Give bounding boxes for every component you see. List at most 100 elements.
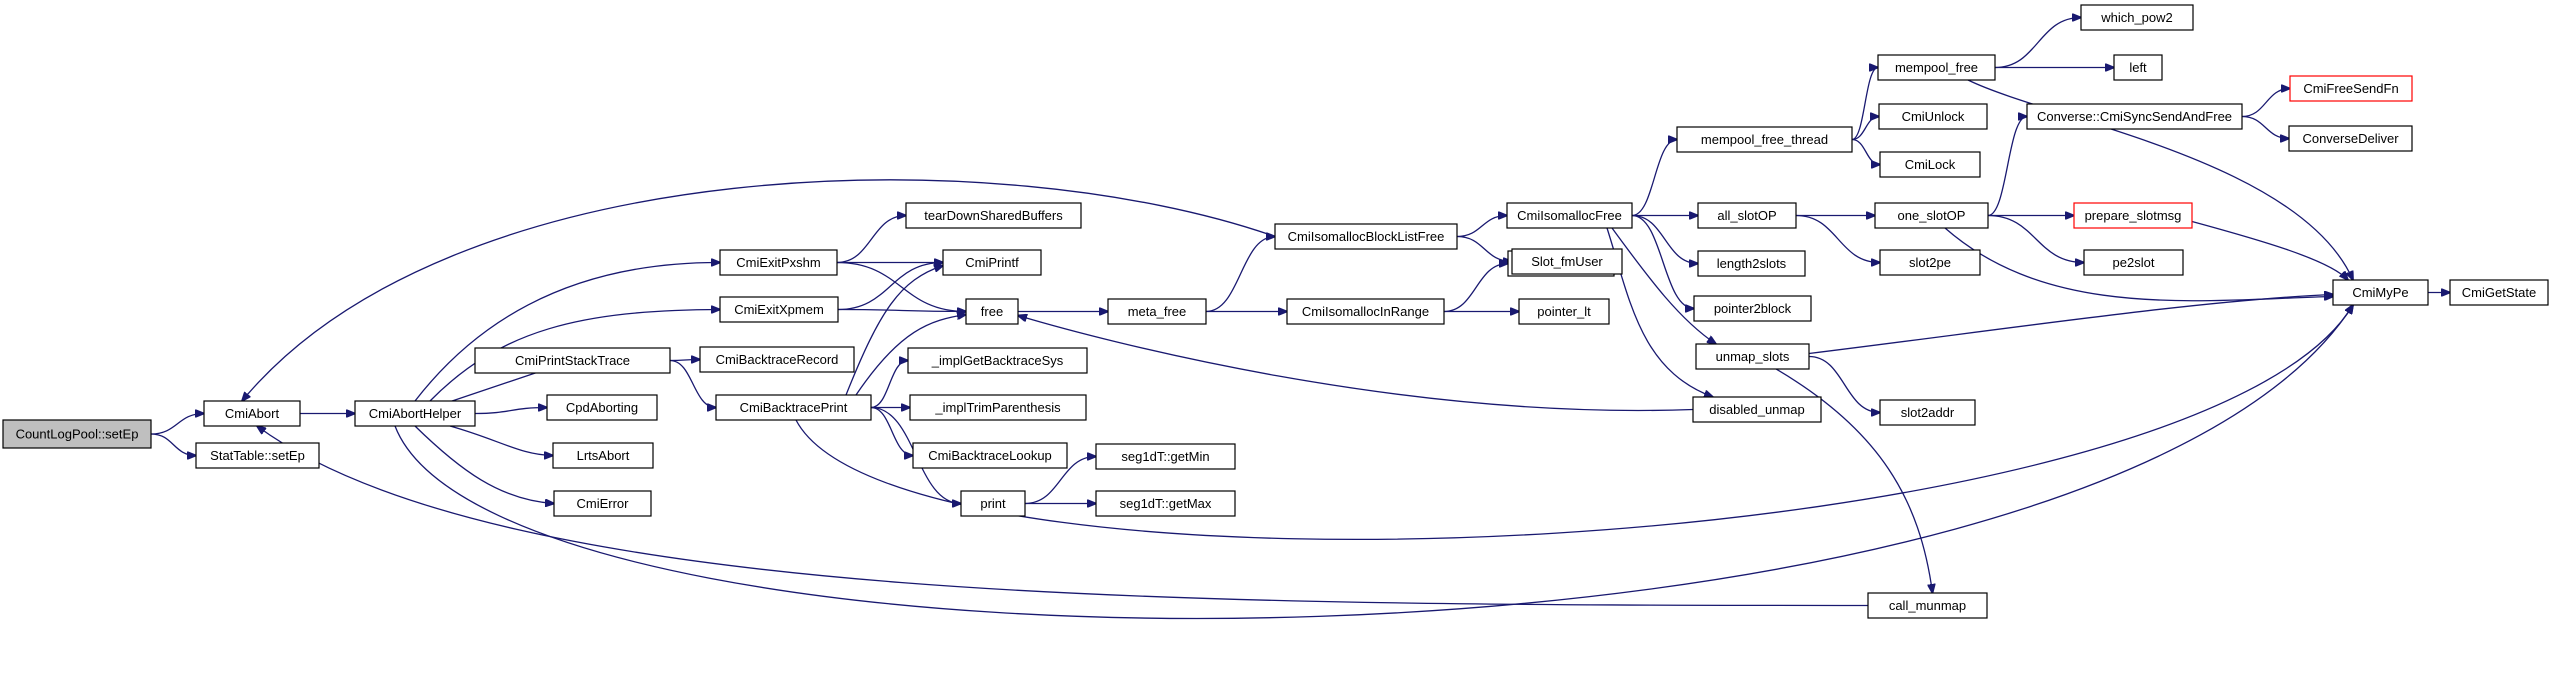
node-box [1692,396,1822,423]
edge-cmiexitxpmem-to-cmiprintf [837,263,943,311]
edge-cmiaborthelper-to-cpdaborting [474,408,547,415]
node-one-slotop[interactable]: one_slotOP [1874,202,1989,229]
node-label: CmiUnlock [1902,109,1965,124]
node-box [2080,4,2194,31]
node-converse-cmisyncsendandfree[interactable]: Converse::CmiSyncSendAndFree [2026,103,2243,130]
node-slot2pe[interactable]: slot2pe [1879,249,1981,276]
node-mempool-free[interactable]: mempool_free [1877,54,1996,81]
node-label: CmiIsomallocBlockListFree [1288,229,1445,244]
edge-cmiisomallocfree-to-pointer2block [1631,214,1694,309]
node-cmiexitpxshm[interactable]: CmiExitPxshm [719,249,838,276]
node-box [905,202,1082,229]
node-label: free [981,304,1003,319]
edge-meta_free-to-cmiisomallocblocklistfree [1205,237,1275,313]
node-seg1dt-getmax[interactable]: seg1dT::getMax [1095,490,1236,517]
node-box [907,347,1088,374]
node-label: seg1dT::getMax [1120,496,1212,511]
node-cmibacktraceprint[interactable]: CmiBacktracePrint [715,394,872,421]
edge-cmiisomallocblocklistfree-to-slot_fmuser [1456,235,1512,262]
node-cmigetstate[interactable]: CmiGetState [2449,279,2549,306]
node-cmiisomallocinrange[interactable]: CmiIsomallocInRange [1286,298,1445,325]
edge-disabled_unmap-to-free [1018,316,1694,412]
edge-countlogpool_setep-to-stattable_setep [150,433,196,456]
edge-countlogpool_setep-to-cmiabort [150,414,204,435]
node-box [942,249,1042,276]
node-stattable-setep[interactable]: StatTable::setEp [195,442,320,469]
node-countlogpool-setep[interactable]: CountLogPool::setEp [2,419,152,449]
node-label: CpdAborting [566,400,638,415]
node-cmiexitxpmem[interactable]: CmiExitXpmem [719,296,839,323]
edge-all_slotop-to-slot2pe [1795,214,1880,263]
node-pointer-lt[interactable]: pointer_lt [1518,298,1610,325]
node-lrtsabort[interactable]: LrtsAbort [552,442,654,469]
edge-cmiprintstacktrace-to-cmibacktraceprint [669,359,716,408]
node-cmiisomallocfree[interactable]: CmiIsomallocFree [1506,202,1633,229]
node-cmifreesendfn[interactable]: CmiFreeSendFn [2289,75,2413,102]
edge-mempool_free_thread-to-mempool_free [1851,68,1878,141]
node-slot-fmuser[interactable]: Slot_fmUser [1511,248,1623,275]
node-box [1286,298,1445,325]
node-label: seg1dT::getMin [1121,449,1209,464]
node-box [2332,279,2429,306]
node-free[interactable]: free [965,298,1019,325]
node-conversedeliver[interactable]: ConverseDeliver [2288,125,2413,152]
node-cmierror[interactable]: CmiError [553,490,652,517]
edge-call_munmap-to-cmiabort [257,426,1869,607]
node-mempool-free-thread[interactable]: mempool_free_thread [1676,126,1853,153]
node-label: slot2addr [1901,405,1955,420]
node-cmilock[interactable]: CmiLock [1879,151,1981,178]
node-cmiunlock[interactable]: CmiUnlock [1878,103,1988,130]
node-label: Slot_fmUser [1531,254,1603,269]
node-slot2addr[interactable]: slot2addr [1879,399,1976,426]
node-cmiaborthelper[interactable]: CmiAbortHelper [354,400,476,427]
node-box [1511,248,1623,275]
node-all-slotop[interactable]: all_slotOP [1697,202,1797,229]
edge-cmiaborthelper-to-cmiexitpxshm [414,262,720,402]
node-label: ConverseDeliver [2302,131,2399,146]
node-pe2slot[interactable]: pe2slot [2083,249,2184,276]
node-impl-trimparenthesis[interactable]: _implTrimParenthesis [909,394,1087,421]
node-disabled-unmap[interactable]: disabled_unmap [1692,396,1822,423]
node-box [719,249,838,276]
node-cmibacktracelookup[interactable]: CmiBacktraceLookup [912,442,1068,469]
node-box [2026,103,2243,130]
node-label: which_pow2 [2100,10,2173,25]
node-teardownsharedbuffers[interactable]: tearDownSharedBuffers [905,202,1082,229]
node-which-pow2[interactable]: which_pow2 [2080,4,2194,31]
node-cmiabort[interactable]: CmiAbort [203,400,301,427]
edge-unmap_slots-to-cmimype [1808,295,2333,355]
node-box [2449,279,2549,306]
node-label: tearDownSharedBuffers [924,208,1063,223]
node-impl-getbacktracesys[interactable]: _implGetBacktraceSys [907,347,1088,374]
edge-cmiaborthelper-to-cmimype [394,305,2353,620]
edge-mempool_free_thread-to-cmiunlock [1851,117,1879,141]
node-cmiisomallocblocklistfree[interactable]: CmiIsomallocBlockListFree [1274,223,1458,250]
node-box [1879,249,1981,276]
edge-mempool_free-to-cmimype [1967,79,2353,280]
node-box [354,400,476,427]
node-cmibacktracerecord[interactable]: CmiBacktraceRecord [699,346,855,373]
edge-cmiaborthelper-to-cmierror [414,425,554,504]
node-cmimype[interactable]: CmiMyPe [2332,279,2429,306]
node-label: one_slotOP [1898,208,1966,223]
node-seg1dt-getmin[interactable]: seg1dT::getMin [1095,443,1236,470]
node-print[interactable]: print [960,490,1026,517]
node-length2slots[interactable]: length2slots [1697,250,1806,277]
node-label: CmiBacktracePrint [740,400,848,415]
edge-cmiisomallocfree-to-length2slots [1631,214,1698,264]
node-label: CmiPrintf [965,255,1019,270]
node-cmiprintstacktrace[interactable]: CmiPrintStackTrace [474,347,671,374]
edge-print-to-seg1dt_getmin [1024,457,1096,505]
node-unmap-slots[interactable]: unmap_slots [1695,343,1810,370]
node-cmiprintf[interactable]: CmiPrintf [942,249,1042,276]
node-call-munmap[interactable]: call_munmap [1867,592,1988,619]
node-box [1693,295,1812,322]
node-meta-free[interactable]: meta_free [1107,298,1207,325]
node-pointer2block[interactable]: pointer2block [1693,295,1812,322]
node-cpdaborting[interactable]: CpdAborting [546,394,658,421]
edge-cmibacktraceprint-to-cmimype [795,305,2353,540]
node-left[interactable]: left [2113,54,2163,81]
node-prepare-slotmsg[interactable]: prepare_slotmsg [2073,202,2193,229]
edge-one_slotop-to-converse_cmisyncsendandfree [1987,117,2027,217]
node-label: call_munmap [1889,598,1966,613]
